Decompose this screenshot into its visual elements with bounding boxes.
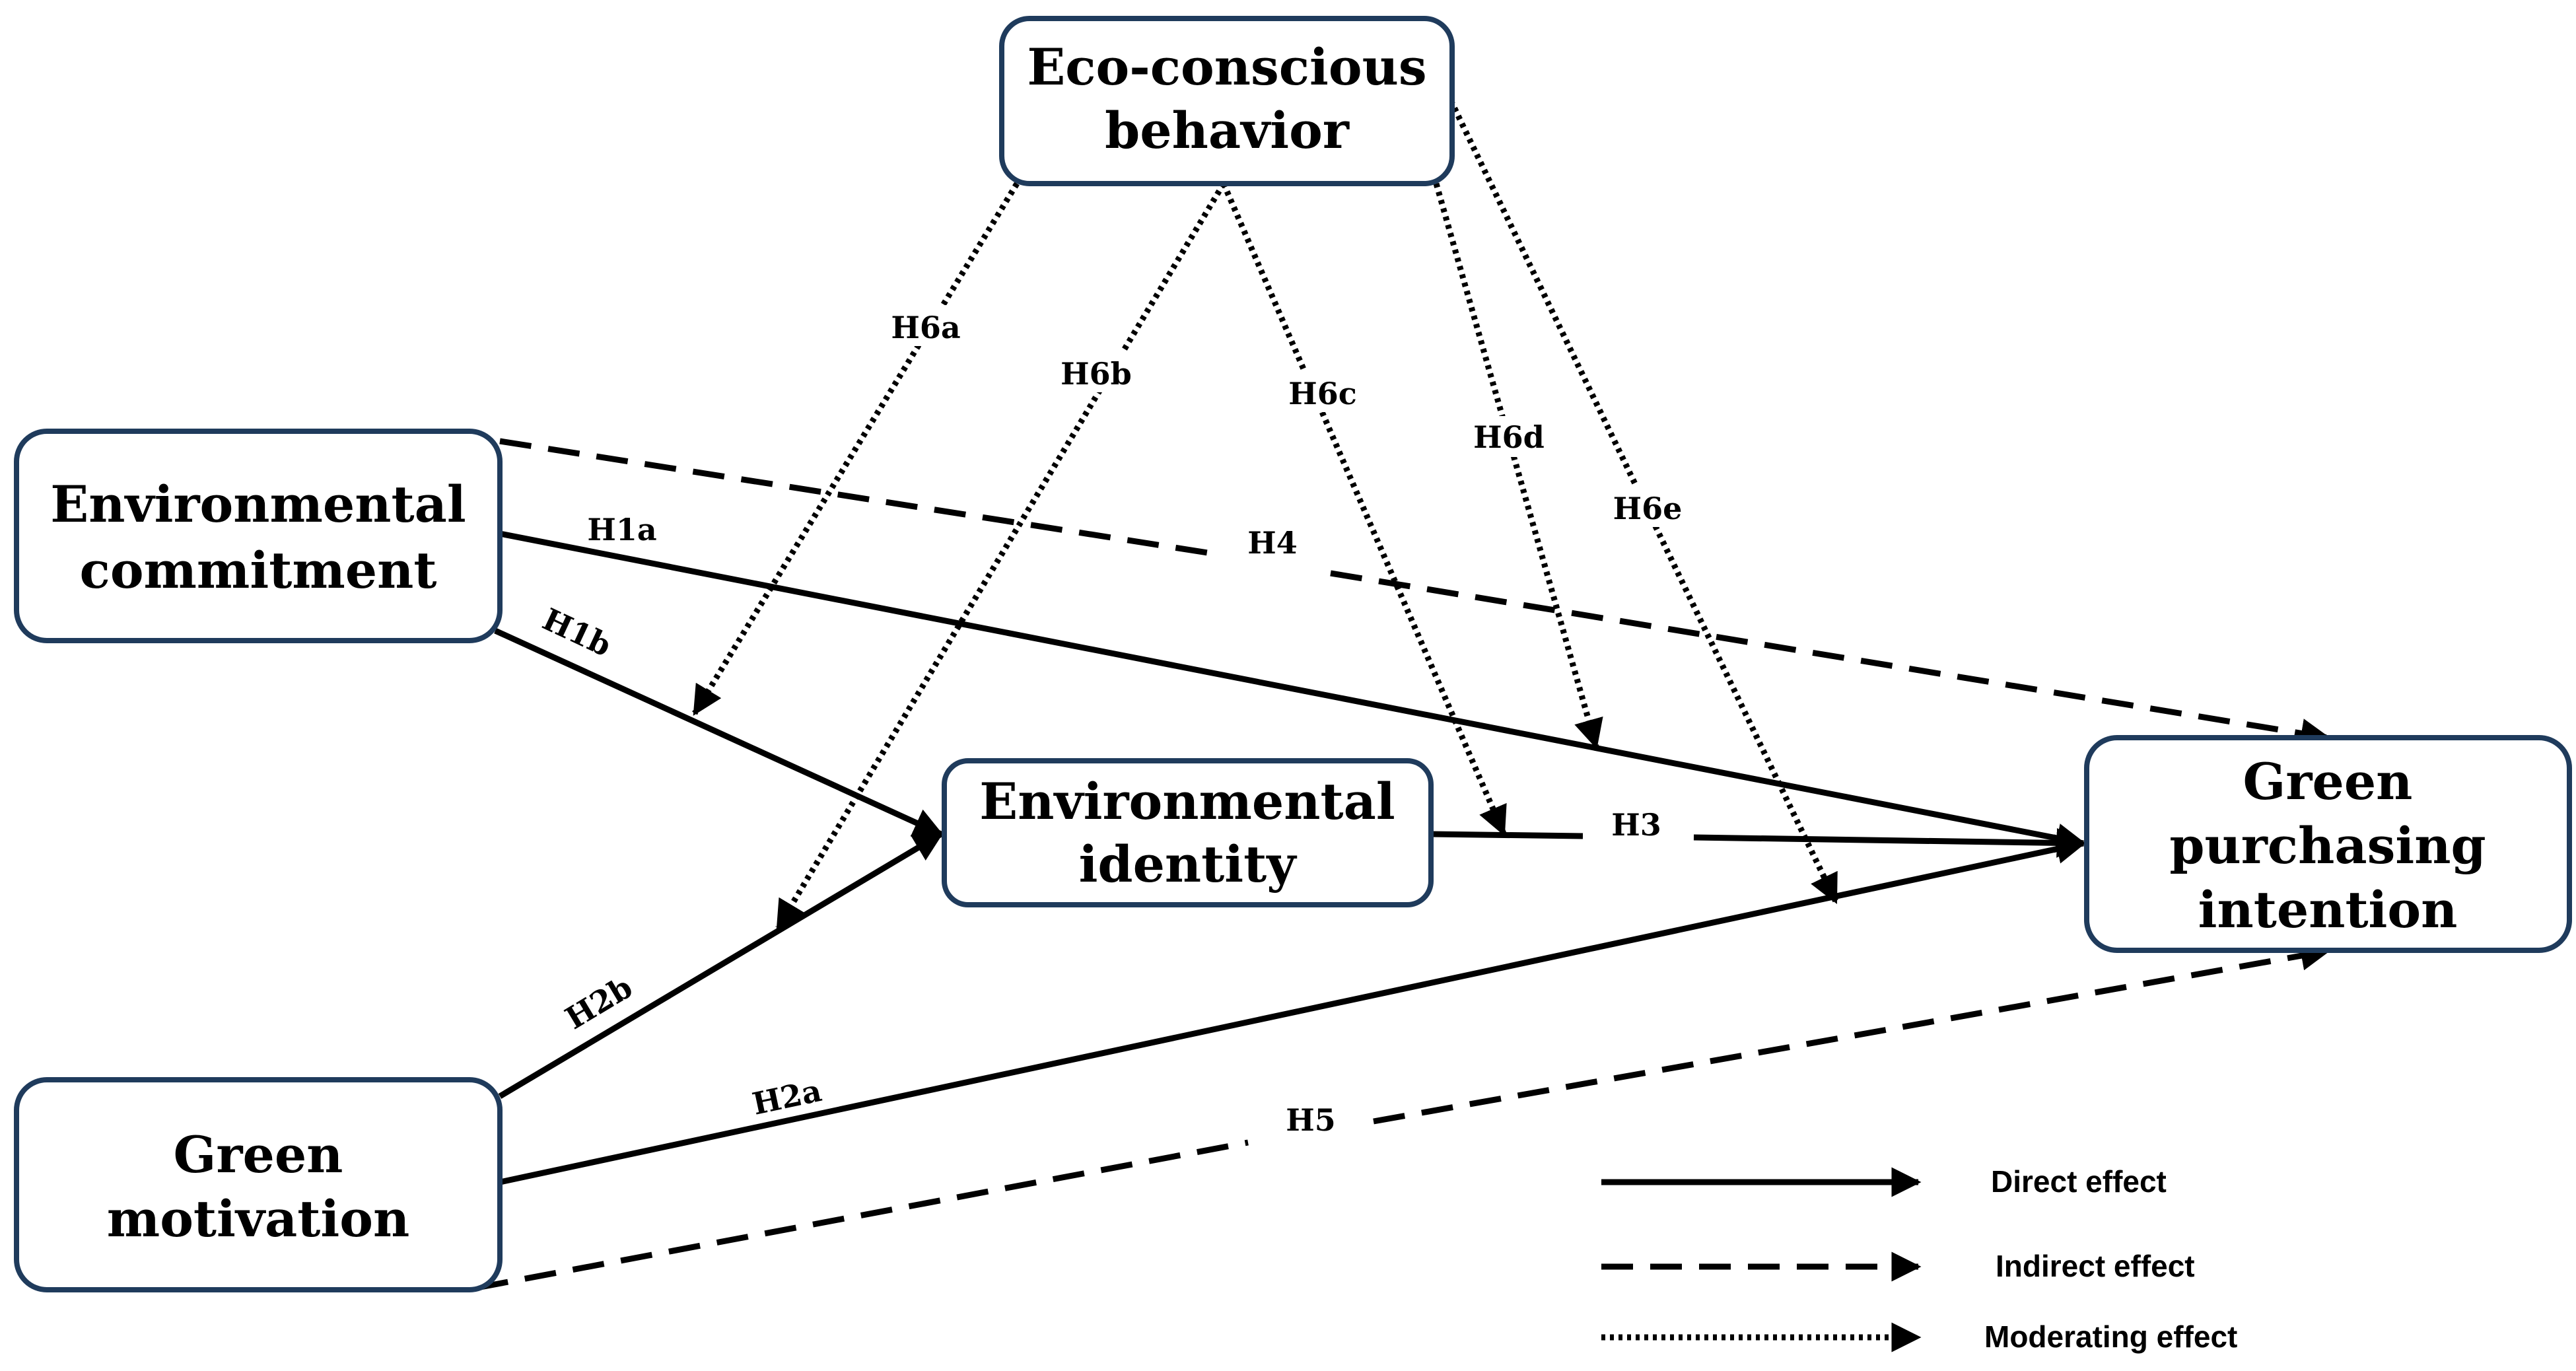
label-h6b: H6b bbox=[1061, 356, 1132, 392]
label-h1a: H1a bbox=[587, 512, 656, 547]
node-label-line-1: Environmental bbox=[50, 475, 466, 534]
path-h5-b bbox=[1373, 940, 2331, 1125]
node-box bbox=[999, 16, 1455, 186]
node-label-line-2: identity bbox=[1079, 835, 1298, 894]
label-bg-h6e bbox=[1609, 486, 1682, 527]
label-bg-h6b bbox=[1058, 351, 1131, 392]
node-label-line-2: behavior bbox=[1105, 101, 1350, 160]
node-box bbox=[14, 429, 503, 643]
label-h6d: H6d bbox=[1473, 419, 1545, 455]
path-h6a bbox=[692, 182, 1020, 716]
label-bg-h6c bbox=[1284, 371, 1357, 412]
path-h6e bbox=[1447, 99, 1839, 905]
label-h4: H4 bbox=[1247, 525, 1297, 561]
node-eco-conscious-behavior: Eco-conscious behavior bbox=[999, 16, 1455, 186]
path-h6c bbox=[1220, 182, 1507, 837]
path-h6d bbox=[1433, 182, 1603, 750]
label-h3: H3 bbox=[1611, 807, 1661, 843]
path-h4-b bbox=[1330, 570, 2331, 748]
path-h1b bbox=[494, 627, 944, 837]
legend: Direct effect Indirect effect Moderating… bbox=[1601, 1164, 2237, 1354]
label-h6c: H6c bbox=[1288, 376, 1356, 411]
node-label-line-1: Eco-conscious bbox=[1027, 38, 1426, 96]
node-environmental-identity: Environmental identity bbox=[942, 758, 1434, 907]
legend-moderating-label: Moderating effect bbox=[1984, 1319, 2237, 1354]
node-label-line-1: Green bbox=[2243, 752, 2413, 811]
node-label-line-2: purchasing bbox=[2169, 816, 2486, 875]
label-h6a: H6a bbox=[891, 310, 960, 345]
label-h2b: H2b bbox=[559, 969, 639, 1036]
node-label-line-2: motivation bbox=[107, 1189, 409, 1248]
node-box bbox=[2084, 735, 2572, 953]
node-box bbox=[14, 1077, 503, 1292]
node-green-motivation: Green motivation bbox=[14, 1077, 503, 1292]
path-h2b bbox=[498, 831, 944, 1099]
label-bg-h6d bbox=[1471, 416, 1544, 457]
path-h3-a bbox=[1430, 831, 1584, 839]
node-green-purchasing-intention: Green purchasing intention bbox=[2084, 735, 2572, 953]
label-h6e: H6e bbox=[1613, 491, 1683, 526]
path-h3-b bbox=[1693, 827, 2087, 858]
node-environmental-commitment: Environmental commitment bbox=[14, 429, 503, 643]
legend-direct-label: Direct effect bbox=[1991, 1164, 2167, 1199]
node-label-line-3: intention bbox=[2198, 880, 2458, 939]
path-h4-a bbox=[499, 438, 1212, 557]
label-h5: H5 bbox=[1286, 1102, 1335, 1138]
path-h5-a bbox=[476, 1139, 1249, 1291]
path-h1a bbox=[499, 530, 2087, 853]
label-bg-h6a bbox=[888, 305, 961, 346]
node-label-line-1: Green bbox=[174, 1125, 343, 1184]
node-label-line-2: commitment bbox=[80, 541, 437, 600]
path-h6b bbox=[775, 182, 1226, 931]
node-box bbox=[942, 758, 1434, 907]
node-label-line-1: Environmental bbox=[979, 772, 1395, 831]
legend-indirect-label: Indirect effect bbox=[1996, 1249, 2195, 1283]
